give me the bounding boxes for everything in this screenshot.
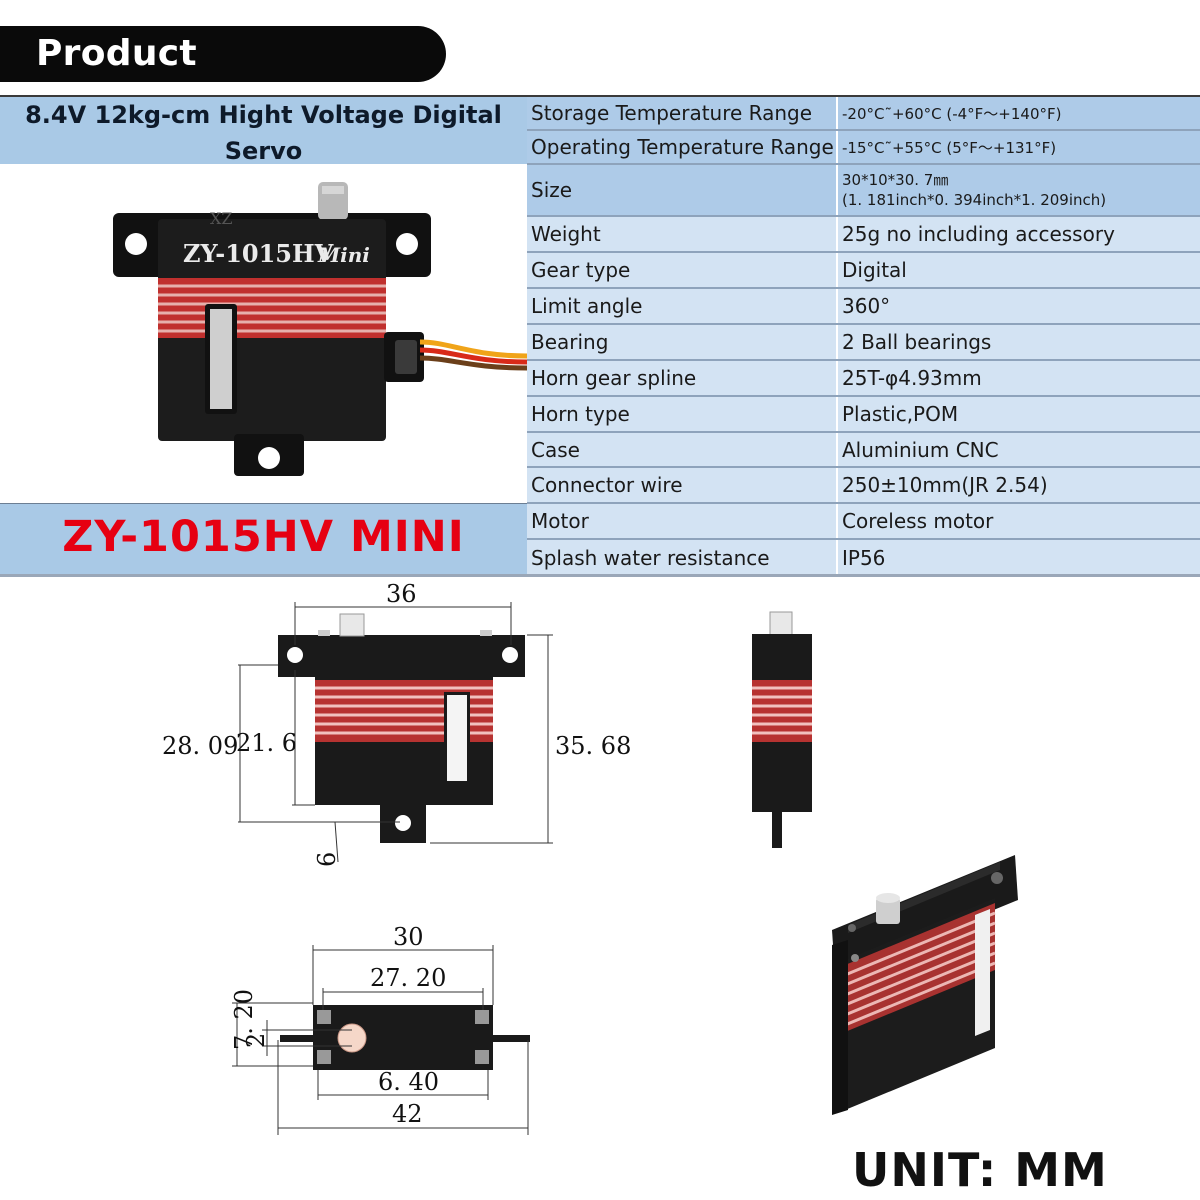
front-view-drawing: 36 28. 09 21. 6 35. 68 6 bbox=[162, 580, 631, 867]
spec-value: IP56 bbox=[838, 540, 1200, 575]
spec-value: Coreless motor bbox=[838, 504, 1200, 538]
top-depth-label: 7. 20 bbox=[230, 989, 258, 1050]
spec-row-horn-gear-spline: Horn gear spline 25T-φ4.93mm bbox=[527, 361, 1200, 397]
front-height-total-label: 35. 68 bbox=[555, 732, 631, 760]
spec-value: 25T-φ4.93mm bbox=[838, 361, 1200, 395]
spec-label: Gear type bbox=[527, 253, 838, 287]
isometric-render bbox=[832, 855, 1018, 1115]
spec-row-limit-angle: Limit angle 360° bbox=[527, 289, 1200, 325]
spec-value: 360° bbox=[838, 289, 1200, 323]
spec-value: 2 Ball bearings bbox=[838, 325, 1200, 359]
spec-row-gear-type: Gear type Digital bbox=[527, 253, 1200, 289]
spec-value: Plastic,POM bbox=[838, 397, 1200, 431]
spec-label: Horn gear spline bbox=[527, 361, 838, 395]
spec-row-bearing: Bearing 2 Ball bearings bbox=[527, 325, 1200, 361]
front-height-inner-label: 21. 6 bbox=[236, 729, 297, 757]
spec-label: Horn type bbox=[527, 397, 838, 431]
model-name: ZY-1015HV MINI bbox=[0, 504, 527, 574]
spec-label: Weight bbox=[527, 217, 838, 251]
product-photo: XZ ZY-1015HV Mini bbox=[0, 164, 528, 503]
table-top-border bbox=[0, 95, 1200, 97]
spec-row-splash-water: Splash water resistance IP56 bbox=[527, 540, 1200, 575]
spec-value: 250±10mm(JR 2.54) bbox=[838, 468, 1200, 502]
photo-model-label: ZY-1015HV bbox=[183, 239, 334, 268]
spec-label: Motor bbox=[527, 504, 838, 538]
spec-label: Connector wire bbox=[527, 468, 838, 502]
top-spline-label: 2 bbox=[242, 1033, 270, 1048]
spec-label: Bearing bbox=[527, 325, 838, 359]
spec-row-size: Size 30*10*30. 7㎜ (1. 181inch*0. 394inch… bbox=[527, 165, 1200, 217]
size-mm: 30*10*30. 7㎜ bbox=[842, 171, 949, 189]
top-offset-label: 6. 40 bbox=[378, 1068, 439, 1096]
spec-row-horn-type: Horn type Plastic,POM bbox=[527, 397, 1200, 433]
spec-value: Aluminium CNC bbox=[838, 433, 1200, 466]
spec-row-weight: Weight 25g no including accessory bbox=[527, 217, 1200, 253]
size-inch: (1. 181inch*0. 394inch*1. 209inch) bbox=[842, 191, 1107, 209]
top-total-label: 42 bbox=[392, 1100, 423, 1128]
spec-value: -15°C˜+55°C (5°F～+131°F) bbox=[838, 131, 1200, 163]
spec-label: Operating Temperature Range bbox=[527, 131, 838, 163]
spec-row-motor: Motor Coreless motor bbox=[527, 504, 1200, 540]
spec-label: Splash water resistance bbox=[527, 540, 838, 575]
top-width-label: 30 bbox=[393, 923, 424, 951]
spec-label: Case bbox=[527, 433, 838, 466]
top-view-drawing: 30 27. 20 7. 20 2 6. 40 42 bbox=[230, 923, 530, 1135]
spec-value: 30*10*30. 7㎜ (1. 181inch*0. 394inch*1. 2… bbox=[838, 165, 1200, 215]
spec-value: 25g no including accessory bbox=[838, 217, 1200, 251]
spec-label: Storage Temperature Range bbox=[527, 97, 838, 129]
photo-model-suffix: Mini bbox=[317, 243, 370, 267]
side-view-drawing bbox=[752, 611, 812, 848]
spec-row-operating-temp: Operating Temperature Range -15°C˜+55°C … bbox=[527, 131, 1200, 165]
spec-row-storage-temp: Storage Temperature Range -20°C˜+60°C (-… bbox=[527, 97, 1200, 131]
spec-row-case: Case Aluminium CNC bbox=[527, 433, 1200, 468]
front-height-outer-label: 28. 09 bbox=[162, 732, 238, 760]
photo-logo: XZ bbox=[210, 209, 233, 228]
top-hole-span-label: 27. 20 bbox=[370, 964, 446, 992]
front-tab-label: 6 bbox=[313, 852, 341, 867]
spec-label: Limit angle bbox=[527, 289, 838, 323]
spec-value: Digital bbox=[838, 253, 1200, 287]
spec-value: -20°C˜+60°C (-4°F～+140°F) bbox=[838, 97, 1200, 129]
spec-row-connector-wire: Connector wire 250±10mm(JR 2.54) bbox=[527, 468, 1200, 504]
front-width-label: 36 bbox=[386, 580, 417, 608]
spec-label: Size bbox=[527, 165, 838, 215]
product-title: 8.4V 12kg-cm Hight Voltage Digital Servo bbox=[0, 97, 527, 165]
unit-label: UNIT: MM bbox=[852, 1143, 1108, 1197]
table-bottom-border bbox=[0, 574, 1200, 577]
